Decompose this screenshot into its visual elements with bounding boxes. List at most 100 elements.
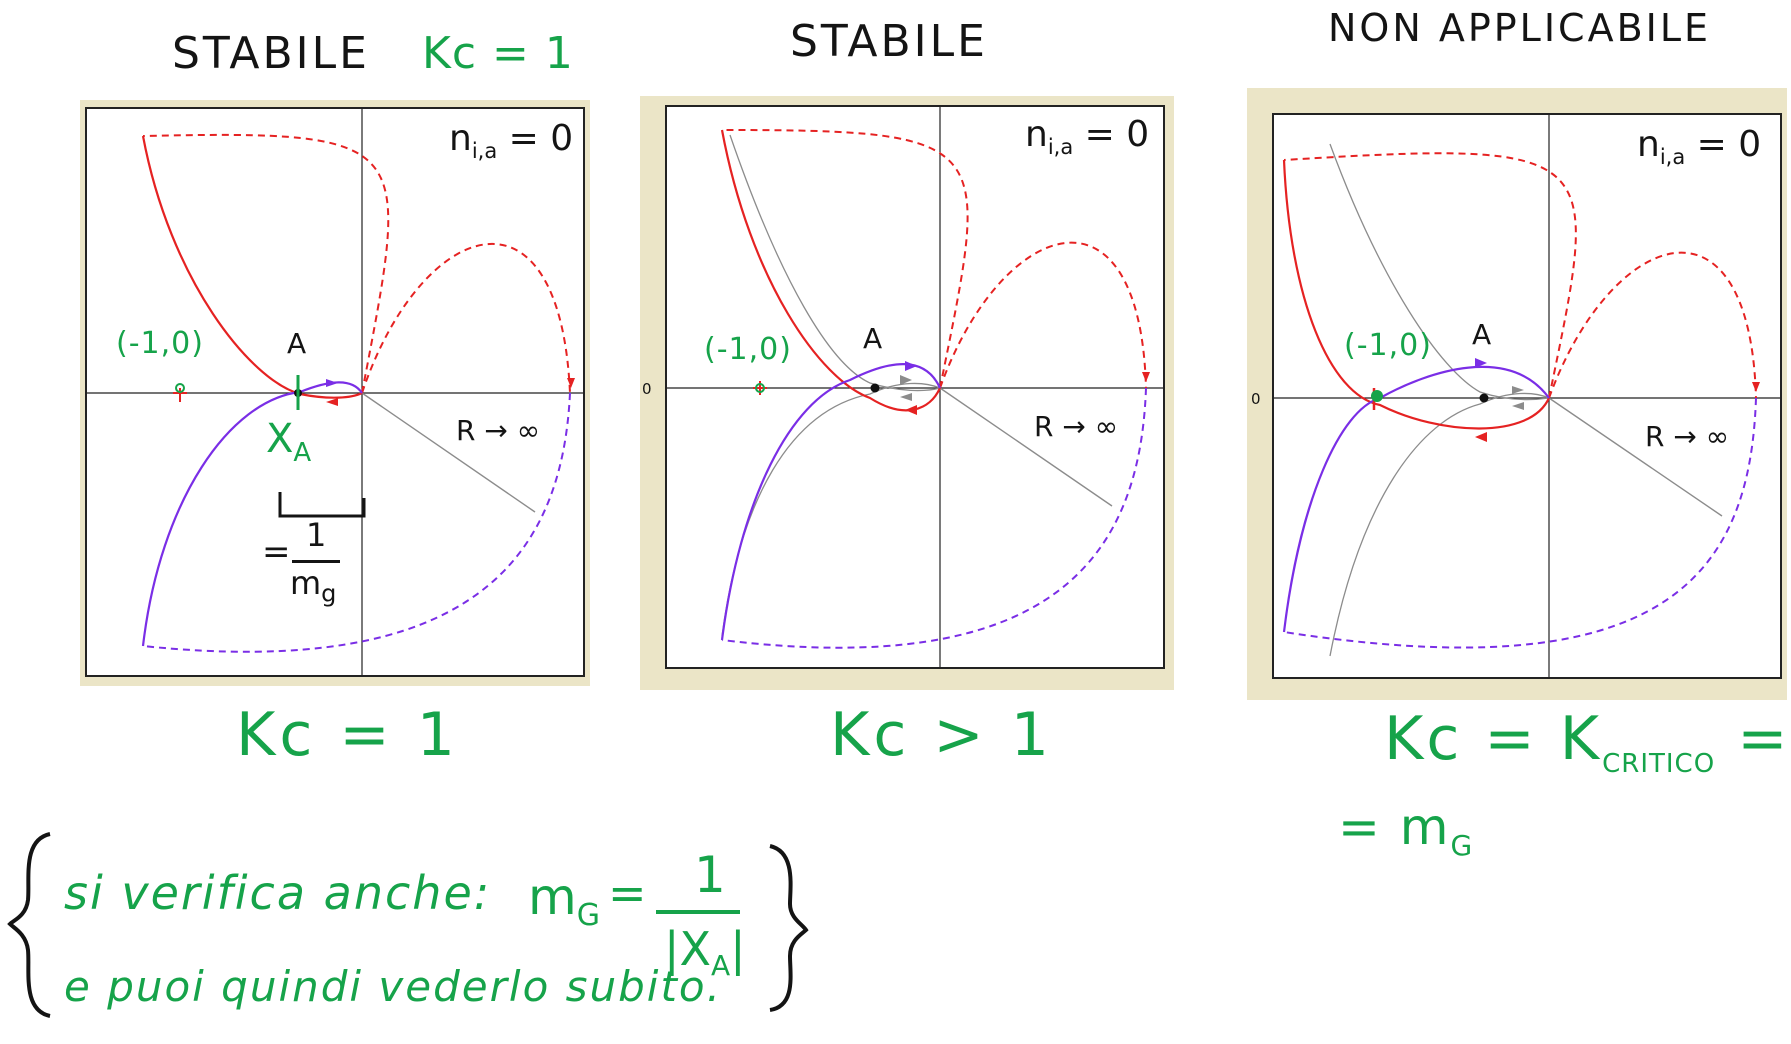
panel1-n-rest: = 0: [497, 118, 574, 159]
panel2-plot-area: [665, 105, 1165, 669]
panel2-radius-line: [939, 387, 1113, 507]
note-frac-den-sub: A: [711, 949, 731, 983]
note-line2: e puoi quindi vederlo subito.: [64, 962, 722, 1011]
panel2-n-main: n: [1025, 114, 1048, 155]
panel2-caption: Kc > 1: [830, 700, 1053, 770]
panel3-point-a-label: A: [1472, 318, 1492, 351]
panel3-gray-curve-top: [1329, 143, 1550, 401]
note-frac-den: |XA|: [664, 922, 746, 982]
panel3-radius-label: R → ∞: [1645, 420, 1730, 453]
panel1-radius-line: [361, 392, 536, 513]
mg-num: 1: [306, 516, 327, 554]
panel3-red-dashed-arc: [1548, 251, 1757, 399]
panel2-plot: [665, 105, 1165, 669]
panel2-purple-dashed-arc: [721, 387, 1147, 649]
panel1-minus-one-label: (-1,0): [116, 326, 204, 361]
panel2-purple-arrow: [905, 361, 917, 371]
panel3-minus-one-mark: [1371, 390, 1383, 402]
panel1-point-a-label: A: [287, 327, 307, 360]
panel3-caption2-main: = m: [1338, 798, 1451, 856]
panel2-minus-one-label: (-1,0): [704, 332, 792, 367]
panel1-red-curve: [141, 135, 363, 399]
panel3-purple-arrow: [1475, 358, 1487, 368]
panel1-title-note: Kc = 1: [422, 28, 574, 79]
panel2-red-curve: [720, 129, 942, 412]
panel3-title: NON APPLICABILE: [1328, 6, 1712, 50]
panel3-zero-tick: 0: [1251, 390, 1261, 408]
panel3-gray-arrow-bottom: [1512, 402, 1524, 410]
panel3-red-dashed-top: [1283, 152, 1577, 399]
xa-main: X: [266, 416, 294, 462]
mg-eq: =: [262, 532, 291, 572]
note-eq: =: [608, 866, 647, 920]
panel3-caption-sub: CRITICO: [1602, 749, 1716, 779]
panel3-caption-line1: Kc = KCRITICO =: [1384, 704, 1791, 779]
panel2-red-arrow: [905, 405, 917, 415]
panel1-n-sub: i,a: [471, 139, 498, 164]
panel3-n-main: n: [1637, 124, 1660, 165]
note-line1: si verifica anche:: [64, 866, 492, 920]
note-frac-den-main: |X: [664, 922, 712, 976]
panel2-title: STABILE: [790, 16, 988, 67]
panel3-caption-line2: = mG: [1338, 798, 1474, 862]
panel1-caption: Kc = 1: [236, 700, 459, 770]
left-brace: [7, 832, 51, 1018]
note-mg-main: m: [528, 868, 577, 926]
panel3-caption-main: Kc = K: [1384, 704, 1603, 774]
panel3-purple-dashed-arc: [1283, 397, 1757, 649]
panel1-minus-one-mark: [175, 383, 185, 393]
panel1-red-end-arrow: [567, 378, 575, 388]
panel3-red-curve: [1282, 159, 1551, 430]
panel2-radius-label: R → ∞: [1034, 410, 1119, 443]
panel1-plot-area: [85, 107, 585, 677]
panel3-caption2-sub: G: [1450, 829, 1475, 862]
panel3-gray-curve-bottom: [1329, 392, 1550, 657]
panel2-gray-curve-top: [729, 134, 941, 392]
panel3-n-label: ni,a = 0: [1637, 124, 1761, 169]
panel1-plot: [85, 107, 585, 677]
panel3-red-arrow: [1475, 432, 1487, 442]
xa-label: XA: [266, 416, 311, 468]
mg-den: mg: [290, 564, 336, 607]
panel2-n-rest: = 0: [1073, 114, 1150, 155]
panel2-point-a: [870, 383, 880, 393]
panel2-n-label: ni,a = 0: [1025, 114, 1149, 159]
note-mg-sub: G: [576, 898, 600, 933]
panel2-point-a-label: A: [863, 322, 883, 355]
right-brace: [769, 844, 809, 1012]
panel3-n-sub: i,a: [1659, 145, 1686, 170]
panel3-n-rest: = 0: [1685, 124, 1762, 165]
panel2-gray-arrow-bottom: [900, 393, 912, 401]
panel2-red-end-arrow: [1142, 372, 1150, 382]
panel3-red-end-arrow: [1752, 382, 1760, 392]
panel3-plot-area: [1272, 113, 1782, 679]
panel1-n-label: ni,a = 0: [449, 118, 573, 163]
xa-sub: A: [293, 438, 312, 468]
panel1-red-arrow: [326, 398, 338, 406]
panel1-red-dashed-top: [142, 133, 390, 394]
panel1-title: STABILE: [172, 28, 370, 79]
note-frac-num: 1: [694, 846, 726, 904]
mg-fraction-bar: [292, 560, 340, 563]
panel3-minus-one-label: (-1,0): [1344, 328, 1432, 363]
panel3-gray-arrow-top: [1512, 386, 1524, 394]
note-frac-den-end: |: [730, 922, 746, 976]
panel3-radius-line: [1548, 397, 1723, 517]
note-mg: mG: [528, 868, 600, 933]
panel2-gray-arrow-top: [900, 375, 912, 385]
panel2-n-sub: i,a: [1047, 135, 1074, 160]
mg-den-sub: g: [321, 579, 337, 608]
panel1-purple-dashed-arc: [142, 392, 571, 653]
panel1-red-dashed-arc: [361, 242, 571, 394]
panel2-red-dashed-arc: [939, 241, 1147, 389]
panel3-caption-eq: =: [1715, 704, 1791, 774]
panel1-radius-label: R → ∞: [456, 414, 541, 447]
panel1-distance-bracket: [278, 492, 366, 518]
panel3-plot: [1272, 113, 1782, 679]
panel1-n-main: n: [449, 118, 472, 159]
panel2-zero-tick: 0: [642, 380, 652, 398]
mg-den-main: m: [290, 564, 322, 602]
panel2-minus-one-mark: [755, 383, 765, 393]
